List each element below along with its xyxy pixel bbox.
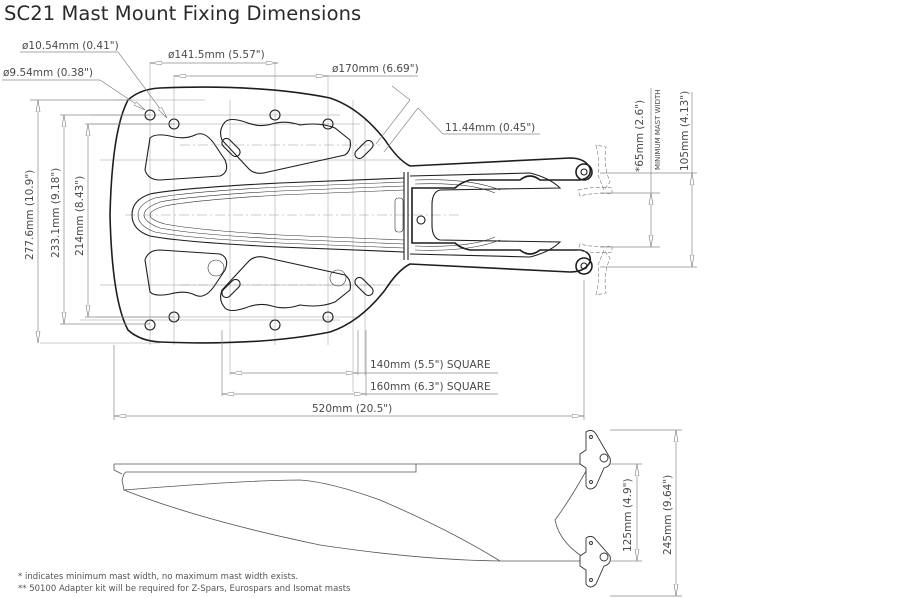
dim-length-520: 520mm (20.5")	[113, 280, 585, 420]
dim-height-277-6-label: 277.6mm (10.9")	[24, 170, 36, 260]
top-view: ø10.54mm (0.41") ø9.54mm (0.38") ø141.5m…	[2, 40, 697, 420]
dim-jaw-105-label: 105mm (4.13")	[679, 91, 691, 171]
dim-hole-10-54: ø10.54mm (0.41")	[20, 40, 168, 118]
plate-cutouts	[144, 118, 351, 312]
footnote-min-mast-width: * indicates minimum mast width, no maxim…	[18, 572, 299, 582]
dim-hole-9-54: ø9.54mm (0.38")	[2, 67, 145, 111]
dim-height-233-1-label: 233.1mm (9.18")	[50, 168, 62, 258]
dim-pin-125: 125mm (4.9")	[610, 463, 642, 562]
dim-pcd-170-label: ø170mm (6.69")	[332, 63, 419, 75]
dim-height-233-1: 233.1mm (9.18")	[50, 114, 150, 325]
dim-slot-11-44: 11.44mm (0.45")	[375, 85, 540, 153]
dim-square-160: 160mm (6.3") SQUARE	[221, 330, 498, 396]
dim-hole-10-54-label: ø10.54mm (0.41")	[22, 40, 119, 52]
dim-height-214: 214mm (8.43")	[74, 123, 174, 318]
pivot-upper	[575, 163, 593, 181]
side-profile	[114, 463, 585, 562]
construction-lines	[40, 62, 460, 392]
dim-square-140: 140mm (5.5") SQUARE	[230, 330, 498, 375]
footnotes: * indicates minimum mast width, no maxim…	[18, 572, 350, 595]
jaw-inner	[409, 172, 562, 258]
jaw-pads	[577, 144, 613, 296]
dim-height-214-label: 214mm (8.43")	[74, 176, 86, 256]
mounting-slots	[221, 137, 374, 299]
dim-overall-245: 245mm (9.64")	[610, 429, 682, 597]
side-view: 125mm (4.9") 245mm (9.64")	[113, 429, 682, 597]
dim-square-140-label: 140mm (5.5") SQUARE	[370, 359, 491, 371]
dim-min-mast-note: MINIMUM MAST WIDTH	[654, 89, 662, 170]
pin-bracket-upper	[579, 429, 611, 490]
dim-slot-11-44-label: 11.44mm (0.45")	[445, 122, 535, 134]
footnote-adapter-kit: ** 50100 Adapter kit will be required fo…	[18, 583, 351, 594]
dim-square-160-label: 160mm (6.3") SQUARE	[370, 381, 491, 393]
dim-pin-125-label: 125mm (4.9")	[622, 478, 634, 552]
mount-plate-outline	[109, 86, 592, 344]
fixing-holes	[144, 109, 334, 331]
dim-pcd-170: ø170mm (6.69")	[174, 63, 419, 76]
drawing-title: SC21 Mast Mount Fixing Dimensions	[4, 2, 362, 25]
pin-bracket-lower	[579, 535, 611, 588]
dim-height-277-6: 277.6mm (10.9")	[24, 99, 130, 343]
dim-overall-245-label: 245mm (9.64")	[662, 475, 674, 555]
dim-hole-9-54-label: ø9.54mm (0.38")	[3, 67, 93, 79]
dim-min-mast-65-label: *65mm (2.6")	[634, 100, 646, 172]
pivot-lower	[575, 257, 593, 275]
dim-pcd-141-5-label: ø141.5mm (5.57")	[168, 49, 265, 61]
dim-pcd-141-5: ø141.5mm (5.57")	[150, 49, 278, 63]
channel-outer	[131, 177, 405, 253]
dim-min-mast-65: *65mm (2.6") MINIMUM MAST WIDTH	[600, 88, 662, 248]
dim-jaw-105: 105mm (4.13")	[600, 91, 697, 268]
dim-length-520-label: 520mm (20.5")	[312, 403, 392, 415]
